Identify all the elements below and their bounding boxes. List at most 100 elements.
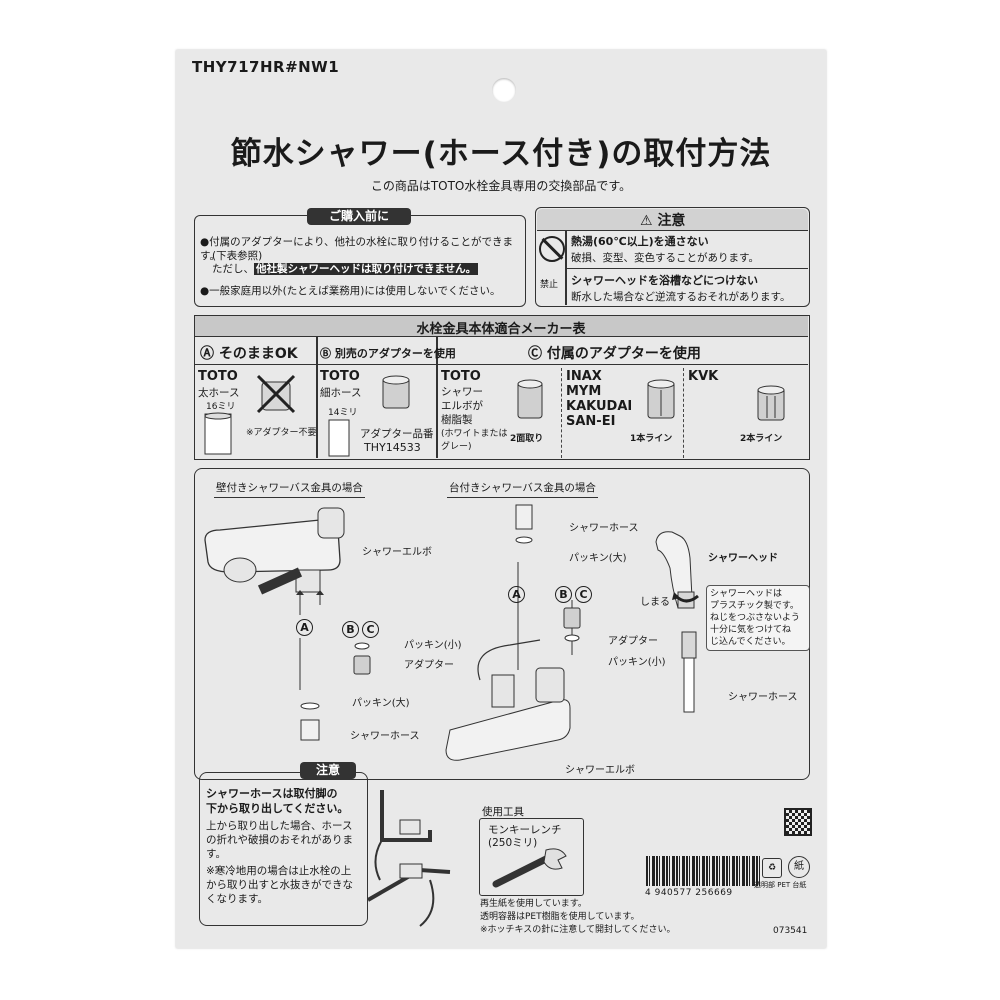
col-b-adapter-label: アダプター品番	[360, 428, 434, 440]
package-card	[176, 50, 826, 948]
compat-col-divider-3	[561, 368, 562, 458]
tools-box	[479, 818, 584, 896]
col-c1-line3: 樹脂製	[441, 414, 473, 426]
mark-c: C	[362, 621, 379, 638]
head-note-line5: じ込んでください。	[710, 637, 791, 647]
note-text-2: ※寒冷地用の場合は止水栓の上から取り出すと水抜きができなくなります。	[206, 865, 353, 905]
head-note-line4: 十分に気をつけてね	[710, 625, 792, 635]
col-c1-line5: グレー)	[441, 442, 472, 452]
prohibit-label: 禁止	[540, 280, 559, 290]
recycle-label-3: 台紙	[792, 881, 807, 889]
page-subtitle: この商品はTOTO水栓金具専用の交換部品です。	[370, 179, 632, 193]
deck-elbow-label: シャワーエルボ	[565, 765, 635, 776]
before-purchase-line2: (下表参照)	[212, 250, 263, 262]
caution-divider	[565, 231, 567, 305]
wall-adapter-label: アダプター	[404, 660, 454, 671]
footer-line1: 再生紙を使用しています。	[480, 899, 587, 909]
col-c1-maker: TOTO	[441, 369, 481, 384]
page-title: 節水シャワー(ホース付き)の取付方法	[230, 136, 772, 172]
tighten-label: しまる	[640, 597, 670, 608]
tool-name: モンキーレンチ	[488, 824, 562, 836]
model-number: THY717HR#NW1	[192, 58, 340, 76]
footer-line2: 透明容器はPET樹脂を使用しています。	[480, 912, 640, 922]
compat-col-divider-4	[683, 368, 684, 458]
caution-header-text: 注意	[657, 213, 686, 229]
compat-col-divider-2	[436, 337, 438, 458]
col-c3-adapter-drawing	[757, 385, 785, 421]
wall-packing-small-label: パッキン(小)	[404, 640, 462, 651]
paper-recycle-icon: 紙	[788, 856, 810, 878]
col-b-hose-drawing	[328, 419, 350, 457]
wall-mark-a: A	[296, 616, 316, 636]
wall-packing-large-label: パッキン(大)	[352, 698, 410, 709]
deck-packing-large-label: パッキン(大)	[569, 553, 627, 564]
col-a-hose: 太ホース	[198, 387, 240, 399]
wall-hose-label: シャワーホース	[350, 731, 420, 742]
col-c2-maker-1: INAX	[566, 369, 602, 384]
col-a-maker: TOTO	[198, 369, 238, 384]
wall-assembly-drawing	[296, 590, 371, 741]
head-note-line1: シャワーヘッドは	[710, 589, 783, 599]
warning-icon: ⚠	[640, 213, 653, 229]
before-purchase-header: ご購入前に	[307, 208, 411, 225]
tool-size: (250ミリ)	[488, 837, 538, 849]
mark-b: B	[555, 586, 572, 603]
hang-hole	[492, 78, 516, 102]
col-b-hose: 細ホース	[320, 387, 362, 399]
product-code: 073541	[773, 926, 808, 936]
col-c1-line4: (ホワイトまたは	[441, 429, 508, 439]
col-c-header: Ⓒ 付属のアダプターを使用	[528, 346, 701, 362]
col-c1-line1: シャワー	[441, 386, 483, 398]
footer-line3: ※ホッチキスの針に注意して開封してください。	[480, 925, 676, 935]
before-purchase-line3: ただし、他社製シャワーヘッドは取り付けできません。	[212, 262, 479, 276]
deck-assembly-drawing	[445, 504, 581, 761]
mark-c: C	[575, 586, 592, 603]
col-a-note: ※アダプター不要	[246, 428, 317, 438]
shower-head-label: シャワーヘッド	[708, 553, 778, 564]
caution-header: ⚠ 注意	[640, 210, 685, 230]
head-hose-drawing	[681, 631, 697, 713]
col-c1-adapter-drawing	[517, 379, 543, 419]
mark-a: A	[508, 586, 525, 603]
compat-table-titlebar	[195, 316, 808, 337]
col-a-header: Ⓐ そのままOK	[200, 346, 298, 362]
col-c2-adapter-drawing	[647, 379, 675, 419]
deck-hose-label: シャワーホース	[569, 523, 639, 534]
col-c2-adapter-label: 1本ライン	[630, 434, 673, 444]
caution-box	[535, 207, 810, 307]
head-note-line3: ねじをつぶさないよう	[710, 613, 800, 623]
before-purchase-line4: ●一般家庭用以外(たとえば業務用)には使用しないでください。	[200, 285, 501, 297]
col-a-hose-drawing	[204, 412, 232, 455]
shower-head-note: シャワーヘッドは プラスチック製です。 ねじをつぶさないよう 十分に気をつけてね…	[706, 585, 810, 651]
col-c1-adapter-label: 2面取り	[510, 434, 544, 444]
caution-item1-text: 破損、変型、変色することがあります。	[571, 252, 759, 264]
deck-packing-small-label: パッキン(小)	[608, 657, 666, 668]
col-b-size: 14ミリ	[328, 408, 358, 418]
wall-elbow-label: シャワーエルボ	[362, 547, 432, 558]
note-header: 注意	[300, 762, 356, 779]
col-b-maker: TOTO	[320, 369, 360, 384]
note-bold-1: シャワーホースは取付脚の	[206, 787, 338, 800]
col-c2-maker-2: MYM	[566, 384, 602, 399]
note-box	[199, 772, 368, 926]
mark-b: B	[342, 621, 359, 638]
col-a-size: 16ミリ	[206, 402, 236, 412]
caution-header-bar	[537, 209, 808, 231]
before-purchase-line3-prefix: ただし、	[212, 263, 254, 275]
col-c2-maker-4: SAN-EI	[566, 414, 616, 429]
head-hose-label: シャワーホース	[728, 692, 798, 703]
compat-header-divider	[195, 364, 808, 365]
deck-mark-a: A	[508, 583, 528, 603]
caution-item1-title: 熱湯(60℃以上)を通さない	[571, 235, 709, 248]
compat-table	[194, 315, 810, 460]
tighten-arrow-icon	[672, 592, 699, 603]
recycle-label-1: 透明部	[754, 881, 775, 889]
deck-mount-title: 台付きシャワーバス金具の場合	[447, 481, 598, 498]
col-a-fitting-crossed	[256, 374, 296, 414]
prohibit-icon	[539, 236, 565, 262]
col-c2-maker-3: KAKUDAI	[566, 399, 633, 414]
caution-item2-title: シャワーヘッドを浴槽などにつけない	[571, 274, 758, 287]
recycle-labels: 透明部 PET 台紙	[754, 880, 806, 890]
paper-mark: 紙	[794, 861, 804, 872]
